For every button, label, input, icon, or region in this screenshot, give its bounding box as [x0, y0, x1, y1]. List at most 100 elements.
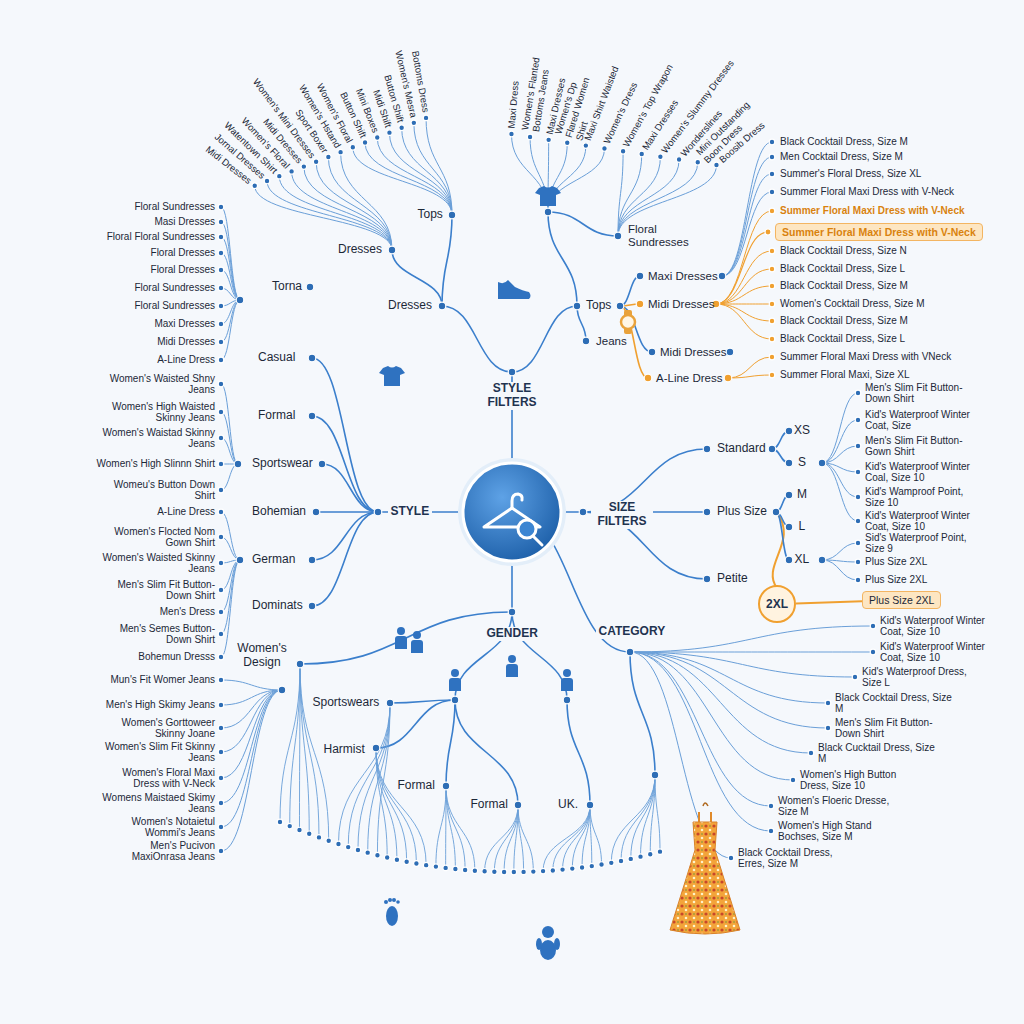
junction-dot [563, 696, 571, 704]
item-label: Summer's Floral Dress, Size XL [780, 168, 921, 180]
item-label: Black Cocktail Dress, Size L [780, 333, 905, 345]
junction-dot [236, 556, 244, 564]
branch-line [221, 690, 282, 752]
junction-dot [769, 189, 775, 195]
junction-dot [218, 321, 224, 327]
junction-dot [620, 148, 626, 154]
junction-dot [695, 159, 701, 165]
junction-dot [626, 648, 634, 656]
branch-line [300, 664, 319, 837]
branch-line [221, 438, 238, 464]
junction-dot [785, 556, 793, 564]
branch-line [722, 174, 772, 276]
item-label: Black Cocktail Dress, Size M [780, 280, 908, 292]
junction-dot [277, 173, 283, 179]
branch-line [221, 690, 282, 827]
branch-line [221, 270, 240, 300]
hanger-search-icon [484, 494, 542, 545]
junction-dot [808, 750, 814, 756]
item-label: Bohemun Dresss [95, 651, 215, 663]
junction-dot [855, 443, 861, 449]
junction-dot [404, 859, 410, 865]
watch-icon [621, 310, 635, 334]
branch-line [611, 775, 655, 863]
item-label: Womeu's Button Down Shirt [95, 479, 215, 502]
item-label: German [252, 553, 295, 567]
item-label: Tops [586, 299, 611, 313]
branch-line [716, 232, 768, 304]
junction-dot [218, 303, 224, 309]
junction-dot [218, 609, 224, 615]
junction-dot [586, 801, 594, 809]
junction-dot [818, 556, 826, 564]
branch-line [716, 269, 772, 304]
item-label: Formal [398, 779, 435, 793]
branch-line [822, 543, 858, 560]
person-icon [411, 631, 423, 653]
item-label: A-Line Dress [95, 354, 215, 366]
junction-dot [647, 851, 653, 857]
branch-line [716, 211, 772, 304]
junction-dot [387, 130, 393, 136]
item-label: UK. [558, 798, 578, 812]
branch-line [716, 304, 772, 321]
item-label: Men Cocktail Dress, Size M [780, 151, 903, 163]
item-label: Womens Maistaed Skimy Jeans [95, 792, 215, 815]
junction-dot [374, 135, 380, 141]
item-label: Women's Waisted Skinny Jeans [95, 552, 215, 575]
item-label: A-Line Dress [95, 506, 215, 518]
item-label: Dresses [338, 243, 382, 257]
item-label: Floral Floral Sundresses [95, 231, 215, 243]
branch-line [630, 652, 811, 753]
junction-dot [423, 862, 429, 868]
junction-dot [472, 868, 478, 874]
branch-line [822, 393, 858, 463]
item-label: Floral Sundresses [628, 223, 692, 249]
branch-line [322, 464, 378, 512]
item-label: Maxi Dress [507, 80, 522, 128]
branch-line [221, 560, 240, 634]
junction-dot [714, 162, 720, 168]
item-label: A-Line Dress [656, 372, 722, 385]
item-label: Women's High Waisted Skinny Jeans [95, 401, 215, 424]
junction-dot [768, 445, 776, 453]
junction-dot [308, 602, 316, 610]
item-label: Midi Dresses [660, 346, 726, 359]
junction-dot [218, 800, 224, 806]
item-label: Plus Size 2XL [865, 574, 985, 586]
item-label: Men's Slim Fit Button-Gown Shirt [865, 435, 985, 458]
branch-heading: STYLE [388, 505, 433, 519]
junction-dot [509, 131, 515, 137]
branch-line [338, 703, 390, 844]
junction-dot [218, 285, 224, 291]
junction-dot [544, 208, 552, 216]
junction-dot [769, 318, 775, 324]
branch-line [446, 786, 465, 870]
junction-dot [790, 777, 796, 783]
junction-dot [658, 154, 664, 160]
branch-line [300, 664, 309, 834]
junction-dot [218, 775, 224, 781]
junction-dot [218, 409, 224, 415]
junction-dot [355, 847, 361, 853]
node-text: 2XL [766, 597, 788, 611]
branch-line [358, 703, 390, 850]
junction-dot [218, 534, 224, 540]
junction-dot [514, 801, 522, 809]
item-label: Maxi Dresses [648, 270, 718, 283]
branch-line [485, 805, 518, 871]
junction-dot [818, 459, 826, 467]
item-label: Floral Sundresses [95, 201, 215, 213]
junction-dot [768, 803, 774, 809]
junction-dot [855, 390, 861, 396]
junction-dot [234, 460, 242, 468]
branch-line [221, 690, 282, 778]
branch-line [494, 805, 518, 872]
item-label: Black Cocktail Dress, Size N [780, 245, 907, 257]
junction-dot [855, 577, 861, 583]
junction-dot [769, 283, 775, 289]
junction-dot [614, 232, 622, 240]
junction-dot [769, 336, 775, 342]
branch-line [582, 805, 590, 867]
branch-line [822, 560, 858, 580]
